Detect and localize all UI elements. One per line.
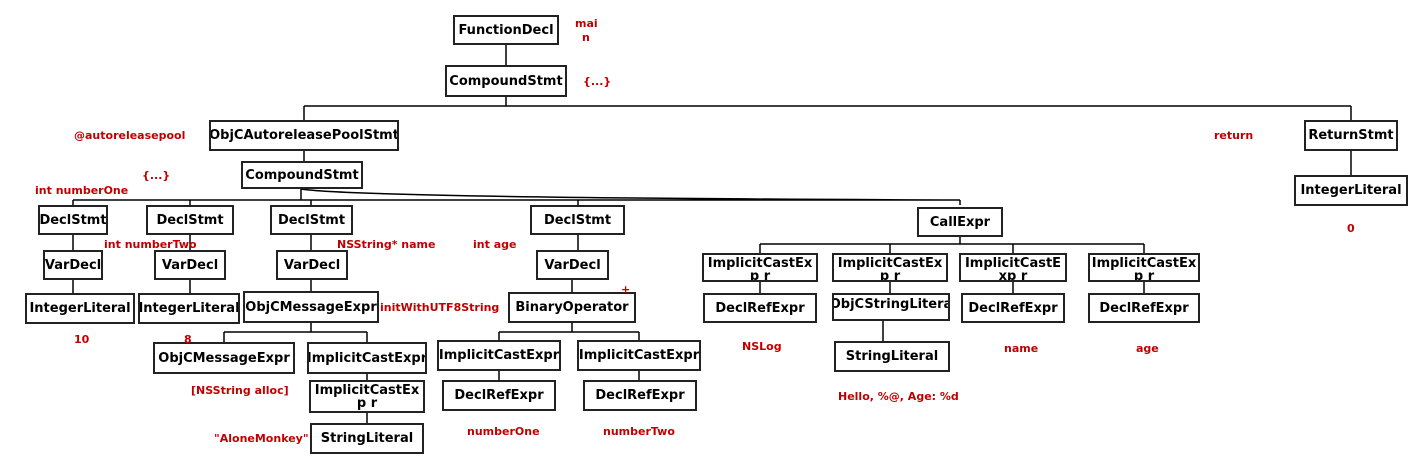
edge [498,323,640,340]
annotation-main-2: n [582,31,590,44]
annotation-main-1: mai [575,17,598,30]
annotation-alone-monkey: "AloneMonkey" [214,432,309,445]
return-integer-literal-node: IntegerLiteral [1294,175,1408,206]
var-decl-4-node: VarDecl [536,250,609,280]
annotation-hello-format: Hello, %@, Age: %d [838,390,959,403]
decl-ref-expr-bin-left-node: DeclRefExpr [442,380,556,411]
annotation-braces-pool: {...} [142,169,171,182]
edge [223,323,368,342]
decl-ref-expr-call-4-node: DeclRefExpr [1088,293,1200,323]
annotation-init-with-utf8: initWithUTF8String [380,301,500,314]
annotation-autoreleasepool: @autoreleasepool [74,129,186,142]
annotation-int-number-two: int numberTwo [104,238,197,251]
implicit-cast-exp-call-4-node: ImplicitCastExp r [1088,253,1200,282]
call-expr-node: CallExpr [917,207,1003,237]
annotation-name: name [1004,342,1039,355]
decl-stmt-1-node: DeclStmt [38,205,108,235]
decl-ref-expr-call-3-node: DeclRefExpr [961,293,1065,323]
var-decl-1-node: VarDecl [43,250,103,280]
implicit-cast-expr-bin-right-node: ImplicitCastExpr [577,340,701,371]
integer-literal-2-node: IntegerLiteral [138,293,240,324]
autorelease-pool-stmt-node: ObjCAutoreleasePoolStmt [209,120,399,151]
annotation-value-8: 8 [184,333,192,346]
annotation-value-10: 10 [74,333,90,346]
annotation-nsstring-alloc: [NSString alloc] [191,384,289,397]
annotation-nslog: NSLog [742,340,782,353]
edge [759,237,1145,253]
edge [72,280,573,293]
annotation-return-value: 0 [1347,222,1355,235]
integer-literal-1-node: IntegerLiteral [25,293,135,324]
annotation-return: return [1214,129,1254,142]
annotation-braces-root: {...} [583,75,612,88]
decl-stmt-4-node: DeclStmt [530,205,625,235]
function-decl-node: FunctionDecl [453,15,559,45]
annotation-plus: + [621,283,631,296]
decl-stmt-3-node: DeclStmt [270,205,353,235]
compound-stmt-root-node: CompoundStmt [445,65,567,97]
implicit-cast-exp-call-1-node: ImplicitCastExp r [702,253,818,282]
edge [72,235,579,250]
annotation-number-two: numberTwo [603,425,675,438]
implicit-cast-expr-bin-left-node: ImplicitCastExpr [437,340,561,371]
decl-ref-expr-call-1-node: DeclRefExpr [703,293,817,323]
annotation-number-one: numberOne [467,425,540,438]
implicit-cast-exp-call-3-node: ImplicitCastExp r [959,253,1067,282]
implicit-cast-exp-msg-inner-node: ImplicitCastExp r [309,380,425,413]
binary-operator-node: BinaryOperator [508,292,636,323]
var-decl-2-node: VarDecl [154,250,226,280]
string-literal-call-node: StringLiteral [834,341,950,372]
annotation-int-age: int age [473,238,517,251]
implicit-cast-exp-call-2-node: ImplicitCastExp r [832,253,948,282]
objc-string-literal-node: ObjCStringLitera [832,293,950,321]
edge [498,371,640,380]
annotation-nsstring-name: NSString* name [337,238,436,251]
edge [303,97,1352,120]
var-decl-3-node: VarDecl [276,250,348,280]
decl-stmt-2-node: DeclStmt [146,205,234,235]
compound-stmt-pool-node: CompoundStmt [241,161,363,189]
edge [72,188,961,205]
objc-message-expr-outer-node: ObjCMessageExpr [243,291,379,323]
annotation-int-number-one: int numberOne [35,184,129,197]
string-literal-msg-node: StringLiteral [310,423,424,454]
return-stmt-node: ReturnStmt [1304,120,1398,151]
edge [759,282,1145,293]
annotation-age: age [1136,342,1159,355]
objc-message-expr-inner-node: ObjCMessageExpr [153,342,295,374]
implicit-cast-expr-msg-node: ImplicitCastExpr [307,342,427,374]
decl-ref-expr-bin-right-node: DeclRefExpr [583,380,697,411]
